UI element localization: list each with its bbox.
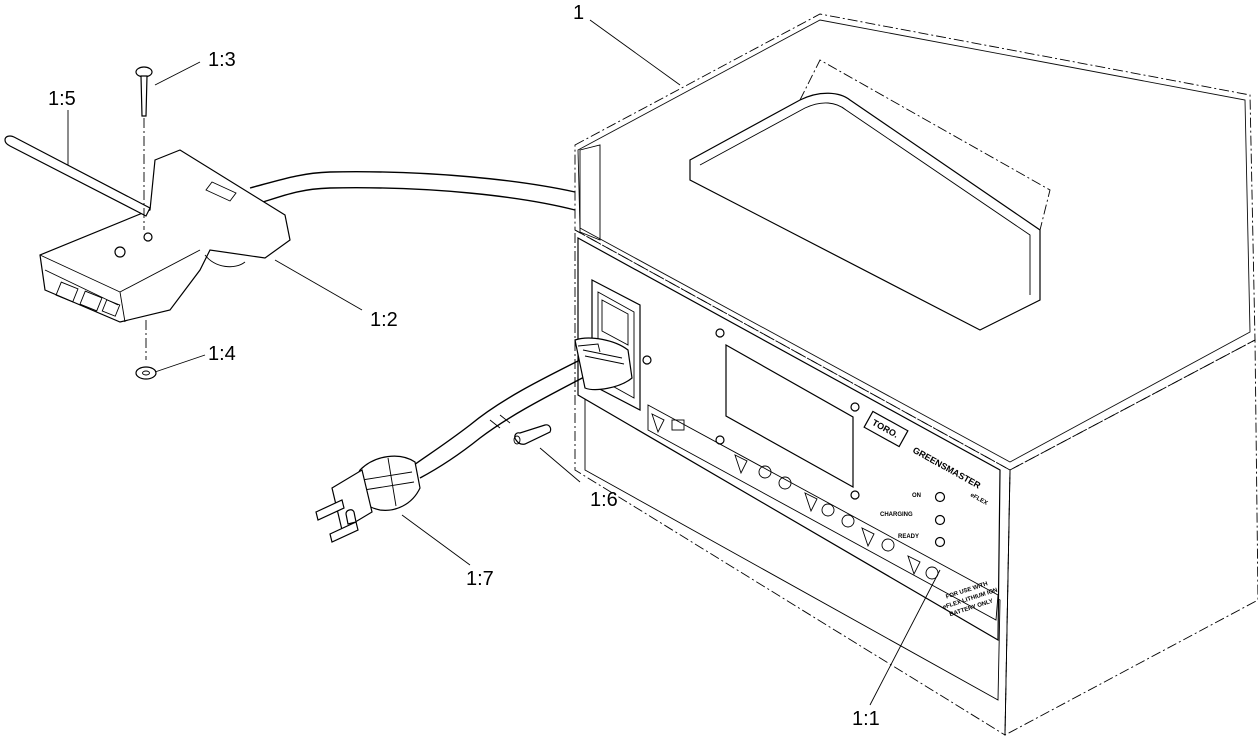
brand-badge (863, 410, 909, 448)
callout-1-1: 1:1 (852, 708, 880, 730)
led-ready-indicator (934, 536, 946, 548)
screw (135, 66, 153, 230)
panel-screw-hole (850, 490, 860, 500)
ac-power-cord (315, 337, 633, 543)
connector-screw (114, 246, 126, 258)
output-cable (249, 171, 576, 193)
callout-1-4: 1:4 (208, 343, 236, 365)
connector-screw-hole (143, 232, 153, 242)
panel-screw-hole (642, 355, 652, 365)
front-upper-vents (579, 144, 601, 241)
display-window (725, 343, 854, 489)
plug-prong (315, 499, 345, 521)
plug-prong (329, 521, 359, 543)
callout-1-7: 1:7 (466, 568, 494, 590)
led-charging-indicator (934, 514, 946, 526)
panel-screw-hole (715, 328, 725, 338)
callout-1-3: 1:3 (208, 49, 236, 71)
leader-lines (67, 19, 941, 706)
callout-1-6: 1:6 (590, 489, 618, 511)
connector-handle-rod (4, 135, 151, 217)
led-label-charging: CHARGING (880, 512, 913, 518)
panel-screw-hole (850, 402, 860, 412)
warning-labels (647, 404, 999, 621)
carry-handle (689, 92, 1041, 331)
nut (135, 320, 157, 380)
led-on-indicator (934, 491, 946, 503)
callout-1: 1 (573, 2, 584, 24)
callout-1-2: 1:2 (370, 309, 398, 331)
plug-ground-pin (345, 509, 357, 525)
fuse (513, 424, 552, 445)
right-side-vents (1004, 339, 1258, 736)
led-label-ready: READY (898, 534, 919, 540)
led-label-on: ON (912, 493, 921, 499)
callout-1-5: 1:5 (48, 88, 76, 110)
battery-connector (39, 149, 291, 323)
